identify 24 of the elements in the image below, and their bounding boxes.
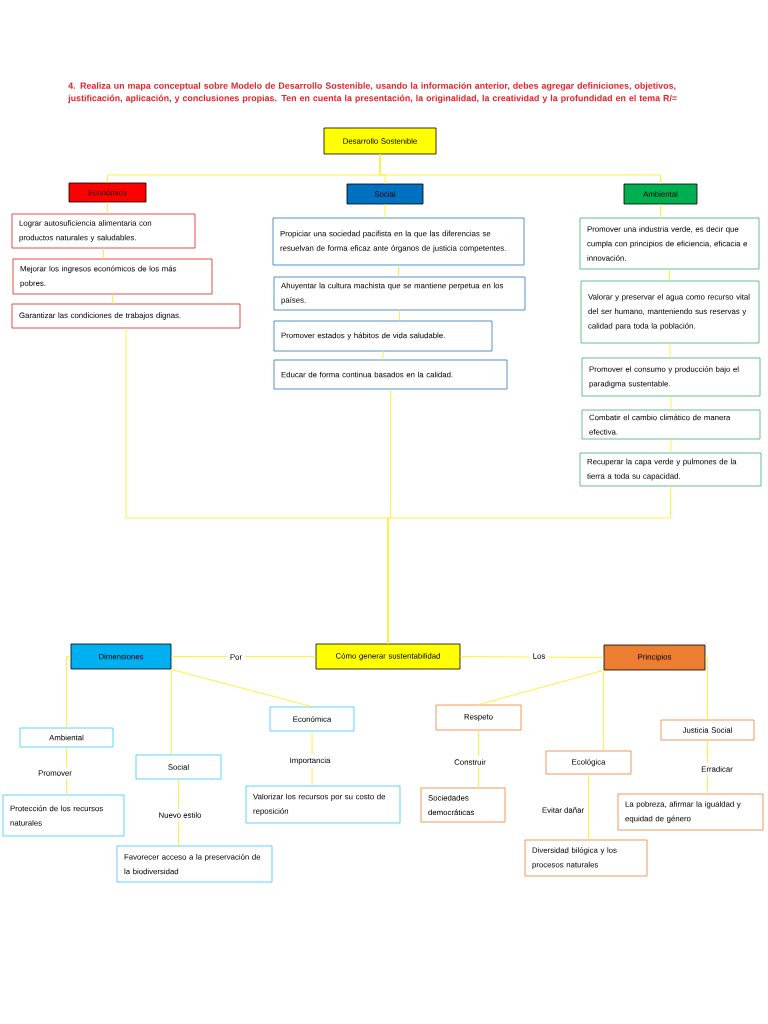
- connector-line: [669, 268, 670, 282]
- connector-line: [603, 669, 605, 752]
- connector-line: [478, 669, 605, 706]
- connector-line: [103, 247, 104, 260]
- connector-line: [170, 668, 313, 708]
- connector-line: [398, 264, 399, 278]
- connector-line: [170, 668, 172, 756]
- connector-line: [669, 342, 671, 359]
- connector-line: [107, 201, 108, 215]
- connector-line: [382, 350, 384, 361]
- connector-line: [670, 395, 672, 411]
- connector-line: [66, 656, 72, 729]
- connector-line: [459, 656, 605, 658]
- connector-line: [170, 656, 317, 657]
- connector-line: [399, 309, 400, 322]
- connector-line: [704, 657, 708, 721]
- connector-line: [112, 293, 113, 305]
- instruction-text: 4. Realiza un mapa conceptual sobre Modelo de Desarrollo Sostenible, usando la información anterior, debes agregar definiciones, objetivos, justificación, aplicación, y conclusiones propias. Ten en cuenta la presentación, la originalidad, la creatividad y la profundidad en el tema R/=: [68, 82, 677, 103]
- connector-line: [588, 773, 589, 841]
- connector-line: [384, 203, 386, 219]
- connector-line: [379, 153, 661, 185]
- connector-line: [387, 485, 671, 645]
- connector-line: [660, 203, 661, 219]
- connector-line: [670, 438, 672, 454]
